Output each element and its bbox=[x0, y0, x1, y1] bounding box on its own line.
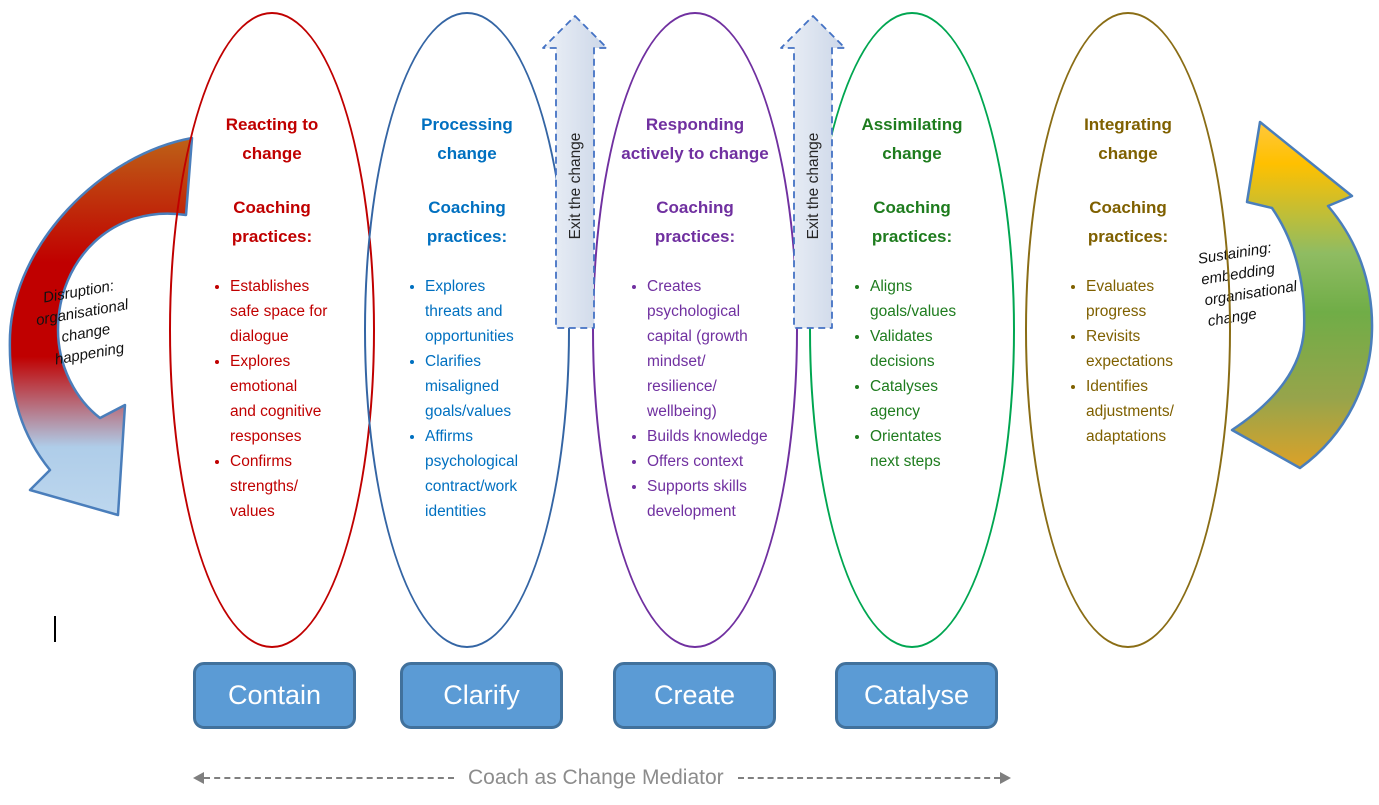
right-arrowhead-icon bbox=[999, 772, 1011, 784]
coach-mediator-label: Coach as Change Mediator bbox=[468, 766, 724, 789]
stage-title: Responding actively to change bbox=[621, 115, 769, 163]
clarify-button[interactable]: Clarify bbox=[400, 662, 563, 729]
contain-button[interactable]: Contain bbox=[193, 662, 356, 729]
exit-change-label: Exit the change bbox=[805, 133, 822, 240]
coaching-practice-item: Confirms strengths/ values bbox=[230, 449, 358, 524]
text-cursor-artifact bbox=[54, 616, 56, 642]
coaching-practices-list: Establishes safe space for dialogueExplo… bbox=[196, 274, 358, 524]
coaching-practices-list: Explores threats and opportunitiesClarif… bbox=[391, 274, 553, 524]
create-button[interactable]: Create bbox=[613, 662, 776, 729]
coaching-practices-list: Evaluates progressRevisits expectationsI… bbox=[1052, 274, 1214, 449]
stage-title: Assimilating change bbox=[861, 115, 963, 163]
stage-title: Processing change bbox=[421, 115, 513, 163]
stage-ellipse-integrating bbox=[1025, 12, 1231, 648]
coaching-practice-item: Identifies adjustments/ adaptations bbox=[1086, 374, 1214, 449]
coaching-practice-item: Builds knowledge bbox=[647, 424, 775, 449]
stage-ellipse-responding bbox=[592, 12, 798, 648]
catalyse-button[interactable]: Catalyse bbox=[835, 662, 998, 729]
coaching-practice-item: Affirms psychological contract/work iden… bbox=[425, 424, 553, 524]
coaching-practices-label: Coaching practices: bbox=[1087, 198, 1169, 246]
coaching-practice-item: Orientates next steps bbox=[870, 424, 998, 474]
coaching-practices-list: Creates psychological capital (growth mi… bbox=[613, 274, 775, 524]
coaching-practice-item: Clarifies misaligned goals/values bbox=[425, 349, 553, 424]
coaching-practice-item: Supports skills development bbox=[647, 474, 775, 524]
right-dashed-line bbox=[737, 777, 1000, 779]
coaching-practice-item: Explores emotional and cognitive respons… bbox=[230, 349, 358, 449]
coaching-practices-label: Coaching practices: bbox=[231, 198, 313, 246]
sustaining-curved-arrow bbox=[1230, 120, 1374, 470]
coaching-practice-item: Explores threats and opportunities bbox=[425, 274, 553, 349]
coaching-practices-label: Coaching practices: bbox=[426, 198, 508, 246]
coaching-practice-item: Establishes safe space for dialogue bbox=[230, 274, 358, 349]
coaching-practices-label: Coaching practices: bbox=[871, 198, 953, 246]
exit-change-arrow-1: Exit the change bbox=[542, 15, 608, 329]
coaching-practice-item: Aligns goals/values bbox=[870, 274, 998, 324]
coaching-practice-item: Catalyses agency bbox=[870, 374, 998, 424]
coaching-practices-label: Coaching practices: bbox=[654, 198, 736, 246]
exit-change-arrow-2: Exit the change bbox=[780, 15, 846, 329]
stage-ellipse-assimilating bbox=[809, 12, 1015, 648]
coaching-practice-item: Validates decisions bbox=[870, 324, 998, 374]
coaching-practice-item: Revisits expectations bbox=[1086, 324, 1214, 374]
coaching-practice-item: Evaluates progress bbox=[1086, 274, 1214, 324]
exit-change-label: Exit the change bbox=[567, 133, 584, 240]
coaching-practice-item: Creates psychological capital (growth mi… bbox=[647, 274, 775, 424]
coaching-practice-item: Offers context bbox=[647, 449, 775, 474]
left-dashed-line bbox=[204, 777, 454, 779]
stage-title: Reacting to change bbox=[225, 115, 319, 163]
coaching-practices-list: Aligns goals/valuesValidates decisionsCa… bbox=[836, 274, 998, 474]
stage-title: Integrating change bbox=[1084, 115, 1172, 163]
disruption-curved-arrow bbox=[8, 136, 194, 517]
stage-ellipse-processing bbox=[364, 12, 570, 648]
left-arrowhead-icon bbox=[193, 772, 204, 784]
coach-mediator-axis: Coach as Change Mediator bbox=[193, 766, 1011, 790]
